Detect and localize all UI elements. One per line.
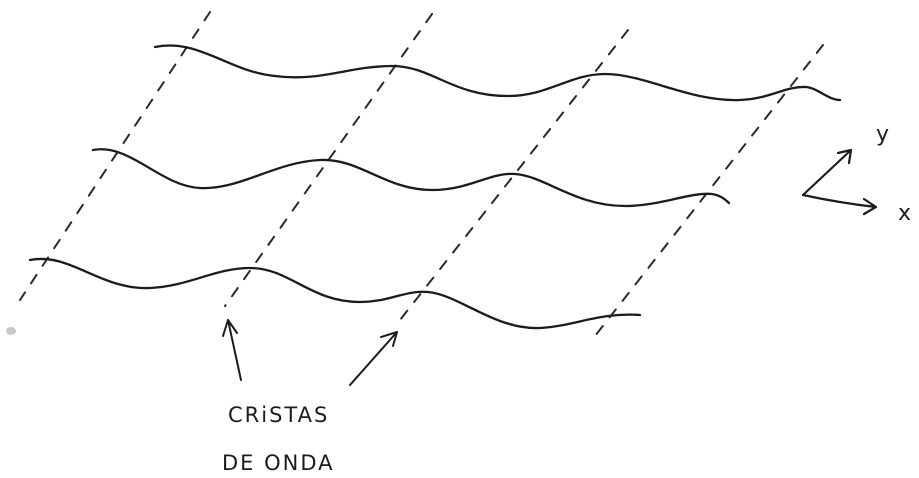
x-axis-label: x [898, 201, 911, 226]
smudge-mark [6, 327, 16, 335]
wave-line-bottom [28, 257, 642, 330]
y-axis-arrow [801, 148, 853, 197]
wave-line-top [153, 44, 842, 102]
y-axis-label: y [876, 122, 889, 147]
pointer-arrow-right [349, 331, 398, 386]
crest-pointer-arrows [222, 319, 398, 386]
crest-line-1 [19, 11, 211, 301]
pointer-arrow-left [222, 319, 242, 381]
x-axis-arrow [801, 193, 878, 216]
caption-line-2: DE ONDA [222, 451, 335, 475]
wave-lines [28, 44, 842, 330]
axes-indicator: y x [801, 122, 911, 226]
caption-line-1: CRiSTAS [228, 403, 329, 427]
wave-line-middle [91, 148, 731, 208]
